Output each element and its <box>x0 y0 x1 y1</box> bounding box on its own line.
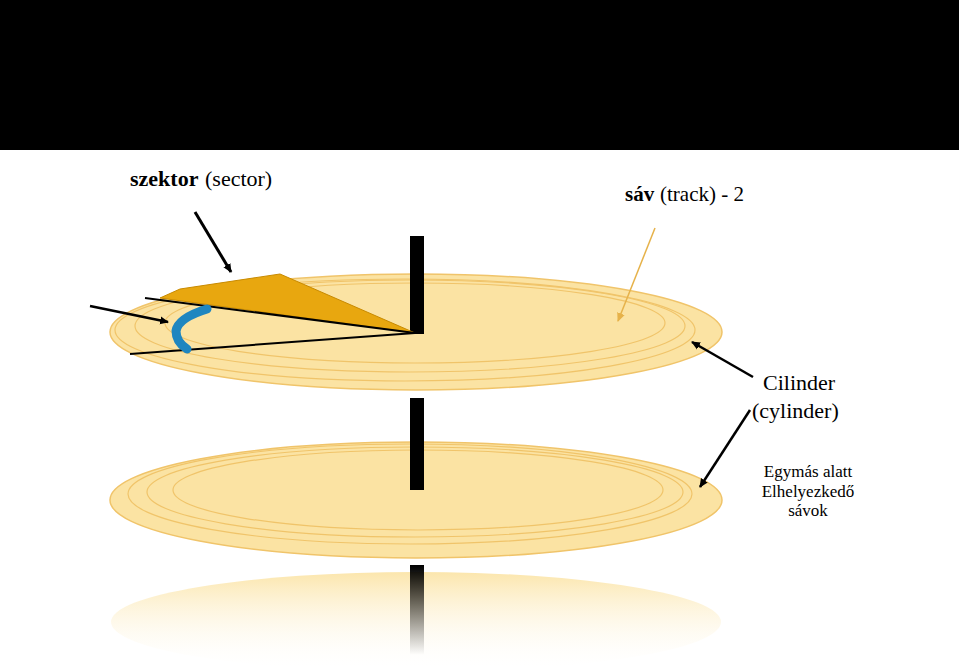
spindle <box>410 398 424 490</box>
leader-arrow <box>195 212 231 272</box>
spindle <box>410 565 424 655</box>
part-name: (sector) <box>205 166 272 191</box>
part-name: (cylinder) <box>752 398 839 423</box>
note: Egymás alatt Elhelyezkedő sávok <box>749 462 867 521</box>
leader-arrow <box>618 228 655 321</box>
leader-arrow <box>700 410 750 487</box>
track-segment <box>176 309 207 349</box>
part-name: szektor <box>130 166 198 191</box>
part-name: (track) - 2 <box>660 182 744 206</box>
leader-arrow <box>90 306 168 322</box>
part-name: sáv <box>625 182 654 206</box>
top-bar <box>0 0 959 150</box>
leader-arrow <box>692 342 753 377</box>
spindle <box>410 236 424 334</box>
sector-wedge <box>160 274 415 333</box>
part-name: Cilinder <box>763 370 835 395</box>
